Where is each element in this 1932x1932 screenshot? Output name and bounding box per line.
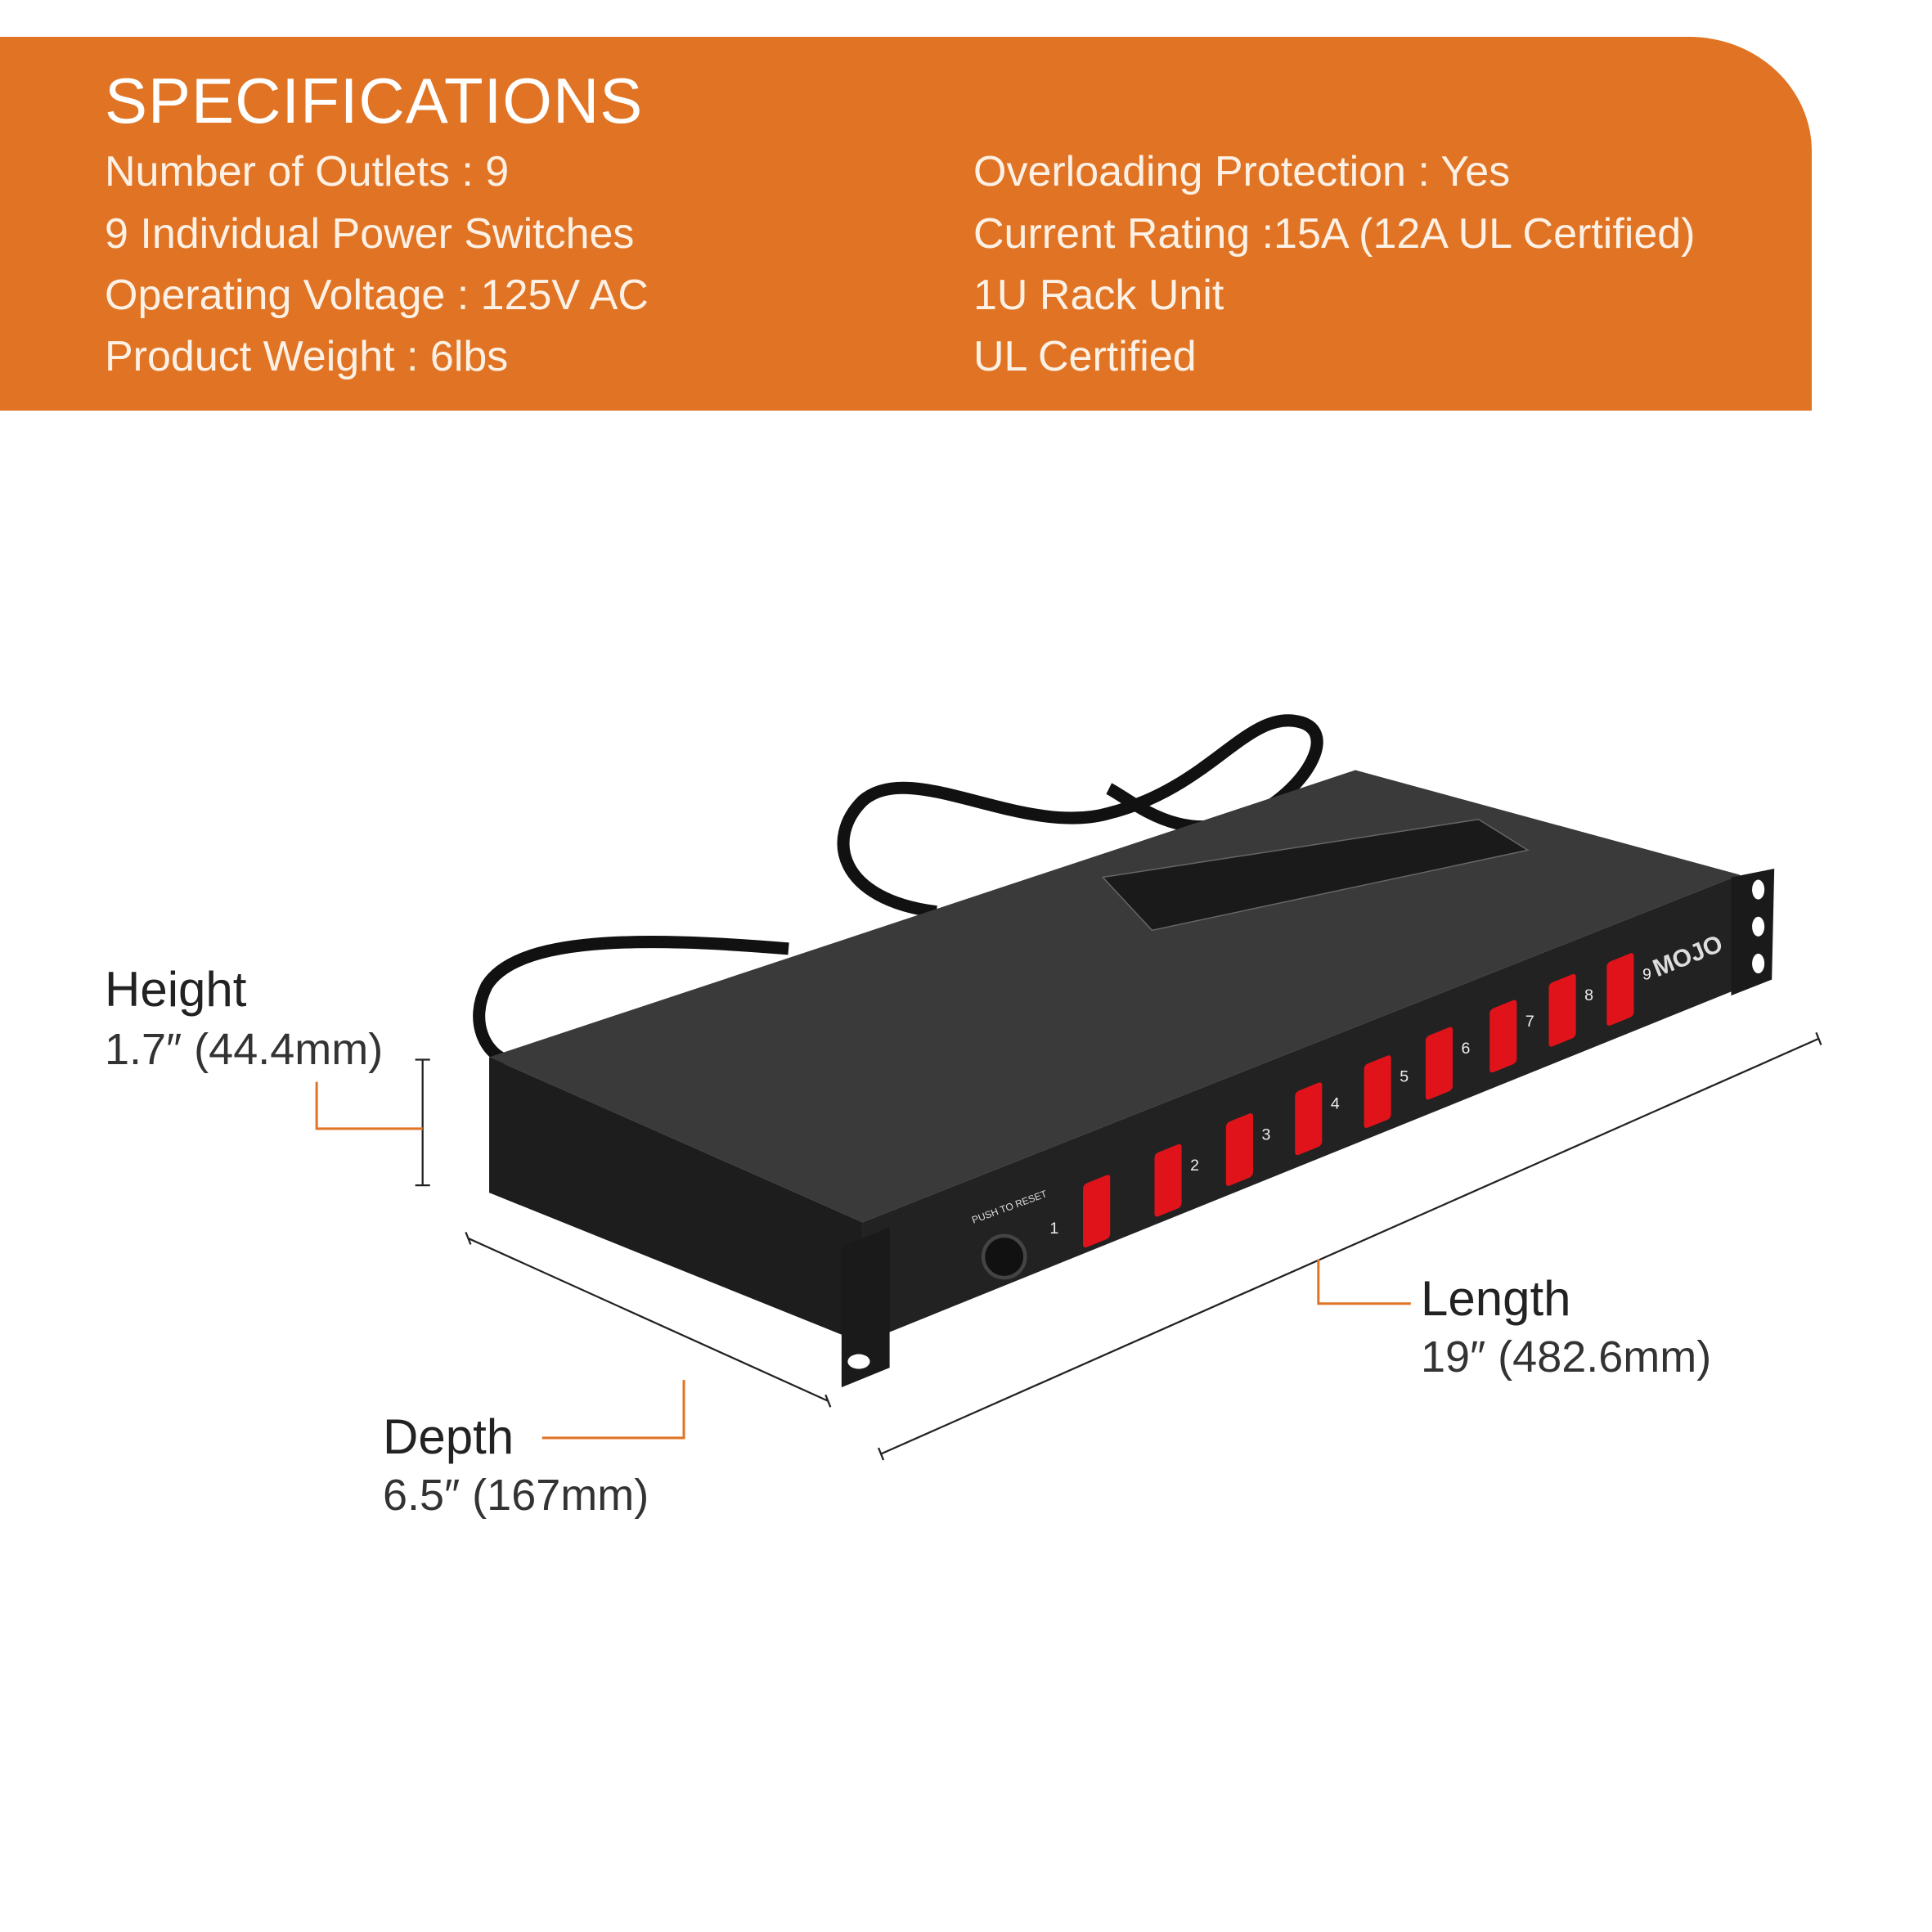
spec-weight: Product Weight : 6lbs — [105, 333, 509, 380]
specifications-title: SPECIFICATIONS — [105, 65, 644, 137]
switch-3[interactable] — [1225, 1112, 1253, 1188]
switch-number-3: 3 — [1262, 1126, 1271, 1143]
unit-side — [489, 1057, 863, 1343]
specifications-banner — [0, 37, 1812, 411]
switch-5[interactable] — [1364, 1054, 1391, 1130]
rack-ear-left — [841, 1227, 890, 1388]
spec-outlets: Number of Outlets : 9 — [105, 148, 510, 195]
depth-line — [467, 1237, 829, 1402]
power-cord — [473, 936, 789, 1066]
switch-9[interactable] — [1606, 952, 1634, 1027]
spec-rack: 1U Rack Unit — [973, 272, 1224, 319]
spec-switches: 9 Individual Power Switches — [105, 210, 635, 258]
switch-number-9: 9 — [1642, 966, 1651, 984]
switch-number-4: 4 — [1331, 1095, 1340, 1113]
spec-ul: UL Certified — [973, 333, 1197, 380]
switch-4[interactable] — [1295, 1081, 1323, 1157]
switch-number-8: 8 — [1584, 986, 1593, 1004]
depth-value: 6.5″ (167mm) — [383, 1471, 649, 1520]
spec-current: Current Rating :15A (12A UL Certified) — [973, 210, 1696, 258]
switch-7[interactable] — [1489, 999, 1517, 1074]
height-label: Height — [105, 962, 247, 1017]
length-label: Length — [1421, 1271, 1571, 1326]
label-plate — [1101, 818, 1530, 932]
switch-8[interactable] — [1548, 973, 1576, 1048]
length-value: 19″ (482.6mm) — [1421, 1332, 1712, 1382]
spec-voltage: Operating Voltage : 125V AC — [105, 272, 649, 319]
switch-6[interactable] — [1425, 1026, 1453, 1101]
switch-number-6: 6 — [1462, 1040, 1471, 1058]
switch-1[interactable] — [1083, 1174, 1111, 1249]
length-leader — [1317, 1259, 1411, 1305]
spec-overload: Overloading Protection : Yes — [973, 148, 1511, 195]
depth-label: Depth — [383, 1409, 514, 1464]
depth-leader — [541, 1380, 685, 1440]
switch-2[interactable] — [1154, 1143, 1182, 1218]
switch-number-1: 1 — [1049, 1220, 1058, 1238]
height-value: 1.7″ (44.4mm) — [105, 1025, 384, 1074]
rocker-switches: 1 2 3 4 5 6 7 8 9 — [1049, 952, 1651, 1249]
switch-number-5: 5 — [1400, 1068, 1409, 1086]
switch-number-7: 7 — [1525, 1013, 1534, 1031]
switch-number-2: 2 — [1190, 1157, 1199, 1175]
unit-top — [489, 770, 1741, 1223]
length-line — [880, 1037, 1819, 1455]
reset-button — [981, 1233, 1027, 1280]
height-leader — [315, 1081, 423, 1130]
